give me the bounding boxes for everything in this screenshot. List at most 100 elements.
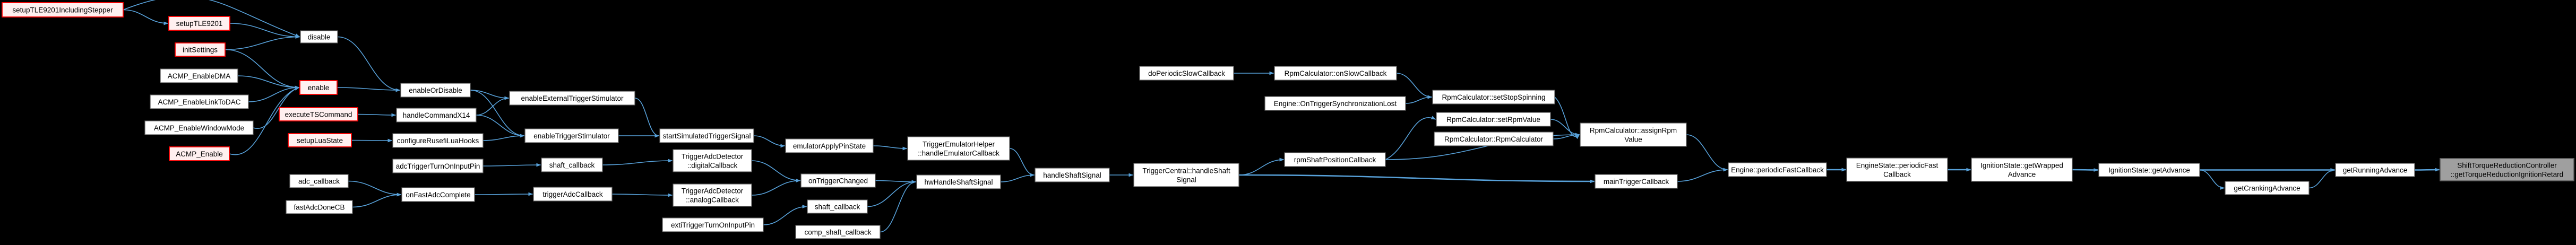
graph-node-label: mainTriggerCallback (1604, 178, 1669, 186)
graph-node-label: initSettings (183, 46, 218, 54)
graph-node-label: ACMP_EnableLinkToDAC (158, 98, 240, 106)
graph-node-label: enableExternalTriggerStimulator (521, 94, 624, 102)
graph-node-doPeriodicSlowCallback[interactable]: doPeriodicSlowCallback (1139, 66, 1234, 81)
graph-node-startSimulatedTriggerSignal[interactable]: startSimulatedTriggerSignal (659, 128, 754, 143)
graph-node-label: fastAdcDoneCB (294, 203, 344, 211)
graph-node-disable[interactable]: disable (300, 30, 338, 43)
graph-node-ACMP_Enable[interactable]: ACMP_Enable (169, 146, 230, 161)
edge-ACMP_EnableLinkToDAC-to-enable (248, 85, 300, 102)
graph-node-label: RpmCalculator::RpmCalculator (1444, 135, 1544, 143)
graph-node-RpmCalculator_RpmCalculator[interactable]: RpmCalculator::RpmCalculator (1434, 132, 1554, 146)
graph-node-label: shaft_callback (815, 203, 860, 211)
graph-node-ACMP_EnableWindowMode[interactable]: ACMP_EnableWindowMode (144, 120, 254, 135)
edge-setupTLE9201-to-disable (229, 23, 300, 39)
graph-node-RpmCalculator_setStopSpinning[interactable]: RpmCalculator::setStopSpinning (1432, 90, 1555, 104)
graph-node-shaft_callback[interactable]: shaft_callback (541, 158, 603, 172)
graph-node-adcTriggerTurnOnInputPin[interactable]: adcTriggerTurnOnInputPin (392, 159, 484, 173)
graph-node-getCrankingAdvance[interactable]: getCrankingAdvance (2225, 181, 2310, 195)
graph-node-adc_callback[interactable]: adc_callback (289, 174, 349, 188)
graph-node-onTriggerChanged[interactable]: onTriggerChanged (800, 173, 876, 188)
graph-node-label: doPeriodicSlowCallback (1148, 69, 1225, 77)
graph-node-label: ShiftTorqueReductionController::getTorqu… (2451, 161, 2563, 178)
graph-node-configureRusefiLuaHooks[interactable]: configureRusefiLuaHooks (392, 133, 484, 148)
graph-node-executeTSCommand[interactable]: executeTSCommand (279, 107, 358, 121)
graph-node-RpmCalculator_setRpmValue[interactable]: RpmCalculator::setRpmValue (1436, 112, 1551, 127)
graph-node-getRunningAdvance[interactable]: getRunningAdvance (2335, 163, 2415, 177)
graph-node-enableExternalTriggerStimulator[interactable]: enableExternalTriggerStimulator (509, 91, 635, 106)
graph-node-ShiftTorqueReductionController_getTorqueReductionIgnitionRetard[interactable]: ShiftTorqueReductionController::getTorqu… (2440, 158, 2574, 181)
graph-node-handleShaftSignal[interactable]: handleShaftSignal (1035, 168, 1110, 182)
graph-node-label: handleShaftSignal (1043, 171, 1101, 179)
graph-node-onFastAdcComplete[interactable]: onFastAdcComplete (401, 187, 475, 202)
graph-node-ACMP_EnableDMA[interactable]: ACMP_EnableDMA (160, 68, 238, 83)
edge-shaft_callback-to-TriggerAdcDetector_digitalCallback (602, 159, 673, 165)
graph-node-Engine_OnTriggerSynchronizationLost[interactable]: Engine::OnTriggerSynchronizationLost (1264, 96, 1406, 111)
graph-node-TriggerAdcDetector_digitalCallback[interactable]: TriggerAdcDetector::digitalCallback (673, 149, 752, 172)
graph-node-fastAdcDoneCB[interactable]: fastAdcDoneCB (286, 200, 353, 214)
edge-handleCommandX14-to-enableExternalTriggerStimulator (476, 96, 510, 116)
graph-node-enable[interactable]: enable (299, 80, 338, 95)
graph-node-label: onFastAdcComplete (406, 191, 470, 199)
edge-setupTLE9201IncludingStepper-to-disable (123, 0, 300, 38)
graph-node-setupTLE9201[interactable]: setupTLE9201 (168, 16, 230, 31)
graph-node-TriggerEmulatorHelper_handleEmulatorCallback[interactable]: TriggerEmulatorHelper::handleEmulatorCal… (907, 136, 1010, 161)
edge-handleCommandX14-to-enableTriggerStimulator (476, 115, 525, 138)
graph-node-label: rpmShaftPositionCallback (1294, 156, 1376, 164)
graph-node-label: RpmCalculator::setRpmValue (1446, 116, 1540, 124)
graph-node-TriggerAdcDetector_analogCallback[interactable]: TriggerAdcDetector::analogCallback (673, 183, 752, 207)
edge-RpmCalculator_RpmCalculator-to-RpmCalculator_assignRpmValue (1553, 133, 1580, 139)
graph-node-label: enableTriggerStimulator (533, 132, 610, 140)
graph-node-triggerAdcCallback[interactable]: triggerAdcCallback (533, 187, 613, 202)
edge-TriggerCentral_handleShaftSignal-to-rpmShaftPositionCallback (1238, 158, 1285, 176)
graph-node-shaft_callback_2[interactable]: shaft_callback (807, 199, 868, 214)
edge-RpmCalculator_assignRpmValue-to-Engine_periodicFastCallback (1686, 134, 1728, 172)
edge-emulatorApplyPinState-to-TriggerEmulatorHelper_handleEmulatorCallback (873, 145, 908, 151)
graph-node-label: ACMP_EnableWindowMode (154, 124, 244, 132)
graph-node-label: extiTriggerTurnOnInputPin (671, 221, 755, 229)
graph-node-handleCommandX14[interactable]: handleCommandX14 (396, 108, 477, 122)
graph-node-label: ACMP_EnableDMA (168, 72, 231, 80)
graph-node-RpmCalculator_onSlowCallback[interactable]: RpmCalculator::onSlowCallback (1274, 66, 1397, 81)
graph-node-label: onTriggerChanged (808, 177, 868, 185)
graph-node-label: getRunningAdvance (2343, 166, 2408, 174)
graph-node-emulatorApplyPinState[interactable]: emulatorApplyPinState (785, 138, 874, 153)
edge-executeTSCommand-to-handleCommandX14 (357, 113, 397, 117)
edge-onFastAdcComplete-to-triggerAdcCallback (474, 192, 533, 196)
graph-node-label: adcTriggerTurnOnInputPin (396, 162, 480, 170)
graph-node-initSettings[interactable]: initSettings (175, 42, 226, 57)
graph-node-label: Engine::periodicFastCallback (1731, 166, 1824, 174)
edge-adc_callback-to-onFastAdcComplete (348, 180, 402, 197)
graph-node-label: startSimulatedTriggerSignal (662, 132, 751, 140)
edge-setupTLE9201IncludingStepper-to-setupTLE9201 (123, 9, 169, 25)
graph-node-hwHandleShaftSignal[interactable]: hwHandleShaftSignal (916, 174, 1001, 189)
graph-node-label: enableOrDisable (409, 86, 462, 94)
graph-node-IgnitionState_getAdvance[interactable]: IgnitionState::getAdvance (2098, 163, 2200, 177)
graph-node-setupTLE9201IncludingStepper[interactable]: setupTLE9201IncludingStepper (2, 2, 124, 18)
edge-TriggerAdcDetector_analogCallback-to-onTriggerChanged (751, 179, 801, 196)
edge-RpmCalculator_setRpmValue-to-RpmCalculator_assignRpmValue (1550, 119, 1580, 137)
graph-node-extiTriggerTurnOnInputPin[interactable]: extiTriggerTurnOnInputPin (662, 217, 764, 232)
graph-node-label: hwHandleShaftSignal (924, 178, 993, 186)
graph-node-rpmShaftPositionCallback[interactable]: rpmShaftPositionCallback (1284, 152, 1386, 167)
graph-node-enableOrDisable[interactable]: enableOrDisable (400, 83, 471, 98)
edge-triggerAdcCallback-to-TriggerAdcDetector_analogCallback (611, 193, 673, 197)
graph-node-ACMP_EnableLinkToDAC[interactable]: ACMP_EnableLinkToDAC (150, 94, 249, 109)
graph-node-setupLuaState[interactable]: setupLuaState (288, 133, 352, 147)
graph-node-label: executeTSCommand (285, 110, 352, 118)
graph-node-enableTriggerStimulator[interactable]: enableTriggerStimulator (524, 128, 619, 143)
edge-configureRusefiLuaHooks-to-enableTriggerStimulator (483, 134, 525, 141)
graph-node-comp_shaft_callback[interactable]: comp_shaft_callback (795, 225, 881, 239)
graph-node-Engine_periodicFastCallback[interactable]: Engine::periodicFastCallback (1728, 162, 1827, 177)
edge-shaft_callback_2-to-hwHandleShaftSignal (867, 180, 917, 207)
graph-node-mainTriggerCallback[interactable]: mainTriggerCallback (1595, 174, 1678, 189)
edge-TriggerCentral_handleShaftSignal-to-mainTriggerCallback (1238, 174, 1595, 183)
edge-comp_shaft_callback-to-hwHandleShaftSignal (880, 180, 917, 233)
